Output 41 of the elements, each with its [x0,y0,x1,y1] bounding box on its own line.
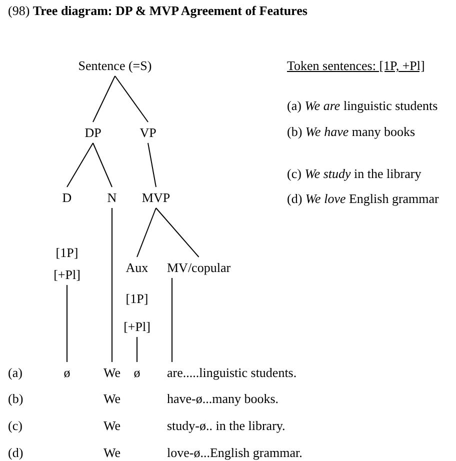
feature-label: [1P] [126,291,148,306]
tree-branch [114,76,148,122]
text-label: study-ø.. in the library. [167,418,286,433]
node-label: are.....linguistic students. [167,365,297,380]
text-label: (c) [8,418,22,433]
node-label: MV/copular [167,260,231,275]
node-label: Aux [126,260,148,275]
tree-branch [66,284,68,362]
node-label: ø [64,365,70,380]
feature-label: [+Pl] [54,267,80,282]
heading-text: Token sentences: [1P, +Pl] [287,58,425,73]
node-label: D [62,190,72,205]
tree-branch [136,208,156,258]
tree-branch [92,142,112,188]
tree-branch [136,336,138,362]
tree-branch [156,208,200,258]
text-label: (d) [8,445,24,460]
text-label: love-ø...English grammar. [167,445,302,460]
feature-label: [1P] [56,245,78,260]
diagram-title: (98) Tree diagram: DP & MVP Agreement of Features [8,3,308,18]
text-label: (a) [8,365,22,380]
node-label: Sentence (=S) [78,58,152,73]
text-label: We [104,391,120,406]
tree-branch [148,142,156,188]
text-label: (a) We are linguistic students [287,98,438,113]
node-label: N [107,190,117,205]
node-label: We [104,365,120,380]
text-label: (b) [8,391,24,406]
node-label: VP [140,125,156,140]
tree-branch [92,76,116,122]
text-label: (b) We have many books [287,124,416,139]
node-label: ø [134,365,140,380]
text-label: We [104,418,120,433]
text-label: We [104,445,120,460]
node-label: MVP [142,190,170,205]
text-label: (c) We study in the library [287,166,422,181]
tree-branch [66,142,94,188]
text-label: have-ø...many books. [167,391,279,406]
node-label: DP [84,125,102,140]
text-label: (d) We love English grammar [287,191,439,206]
feature-label: [+Pl] [124,319,150,334]
